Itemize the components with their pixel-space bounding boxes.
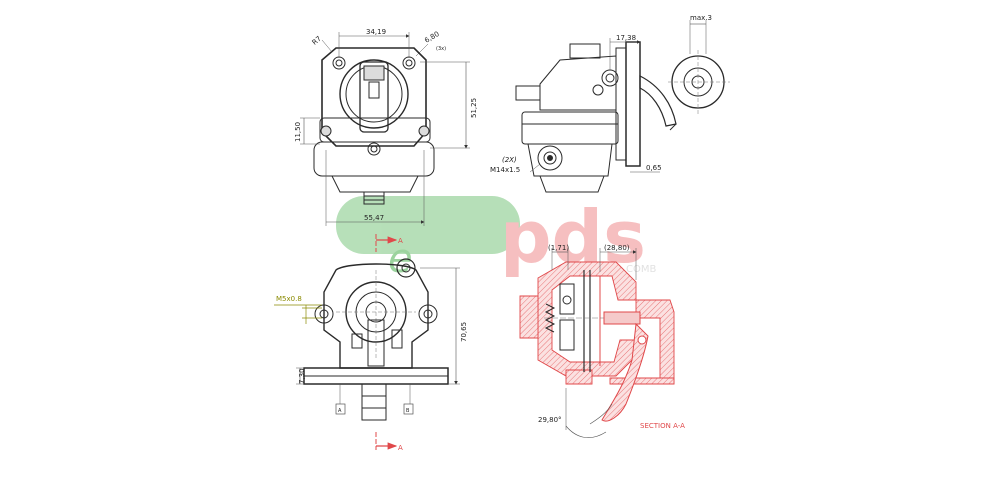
dim-m14: M14x1.5	[490, 166, 520, 174]
section-label-top: A	[398, 237, 403, 245]
section-arrow-top	[375, 234, 398, 252]
watermark-text-agro: AGRO	[418, 252, 495, 280]
dim-17-38: 17,38	[616, 34, 636, 42]
watermark-green-pill	[336, 196, 520, 254]
dim-1-71: (1,71)	[548, 244, 569, 252]
section-title: SECTION A-A	[640, 422, 685, 430]
dim-max3: max.3	[690, 14, 712, 22]
dim-29-80: 29,80°	[538, 416, 562, 424]
datum-b-label: B	[406, 408, 410, 414]
section-view	[519, 248, 675, 438]
dim-7-30: 7,30	[298, 368, 306, 384]
dim-2x: (2X)	[502, 156, 517, 164]
section-arrow-bottom	[375, 432, 398, 450]
datum-box-a	[335, 403, 346, 415]
m5-callout: M5x0.8	[274, 295, 322, 324]
dim-3x: (3x)	[436, 46, 446, 52]
dim-r7: R7	[311, 35, 323, 47]
dim-28-80: (28,80)	[604, 244, 630, 252]
datum-box-b	[403, 403, 414, 415]
dim-34-19: 34,19	[366, 28, 386, 36]
dim-0-65: 0,65	[646, 164, 662, 172]
dim-6-80: 6,80	[423, 30, 441, 45]
datum-a-label: A	[338, 408, 342, 414]
dim-m5: M5x0.8	[276, 295, 302, 303]
front-view	[300, 32, 470, 226]
dim-55-47: 55,47	[364, 214, 384, 222]
side-view	[515, 20, 730, 193]
section-label-bottom: A	[398, 444, 403, 452]
dim-51-25: 51,25	[470, 98, 478, 118]
dim-70-65: 70,65	[460, 322, 468, 342]
bottom-view	[296, 258, 460, 421]
dim-11-50: 11,50	[294, 122, 302, 142]
watermark-text-comb: COMB	[626, 264, 656, 275]
